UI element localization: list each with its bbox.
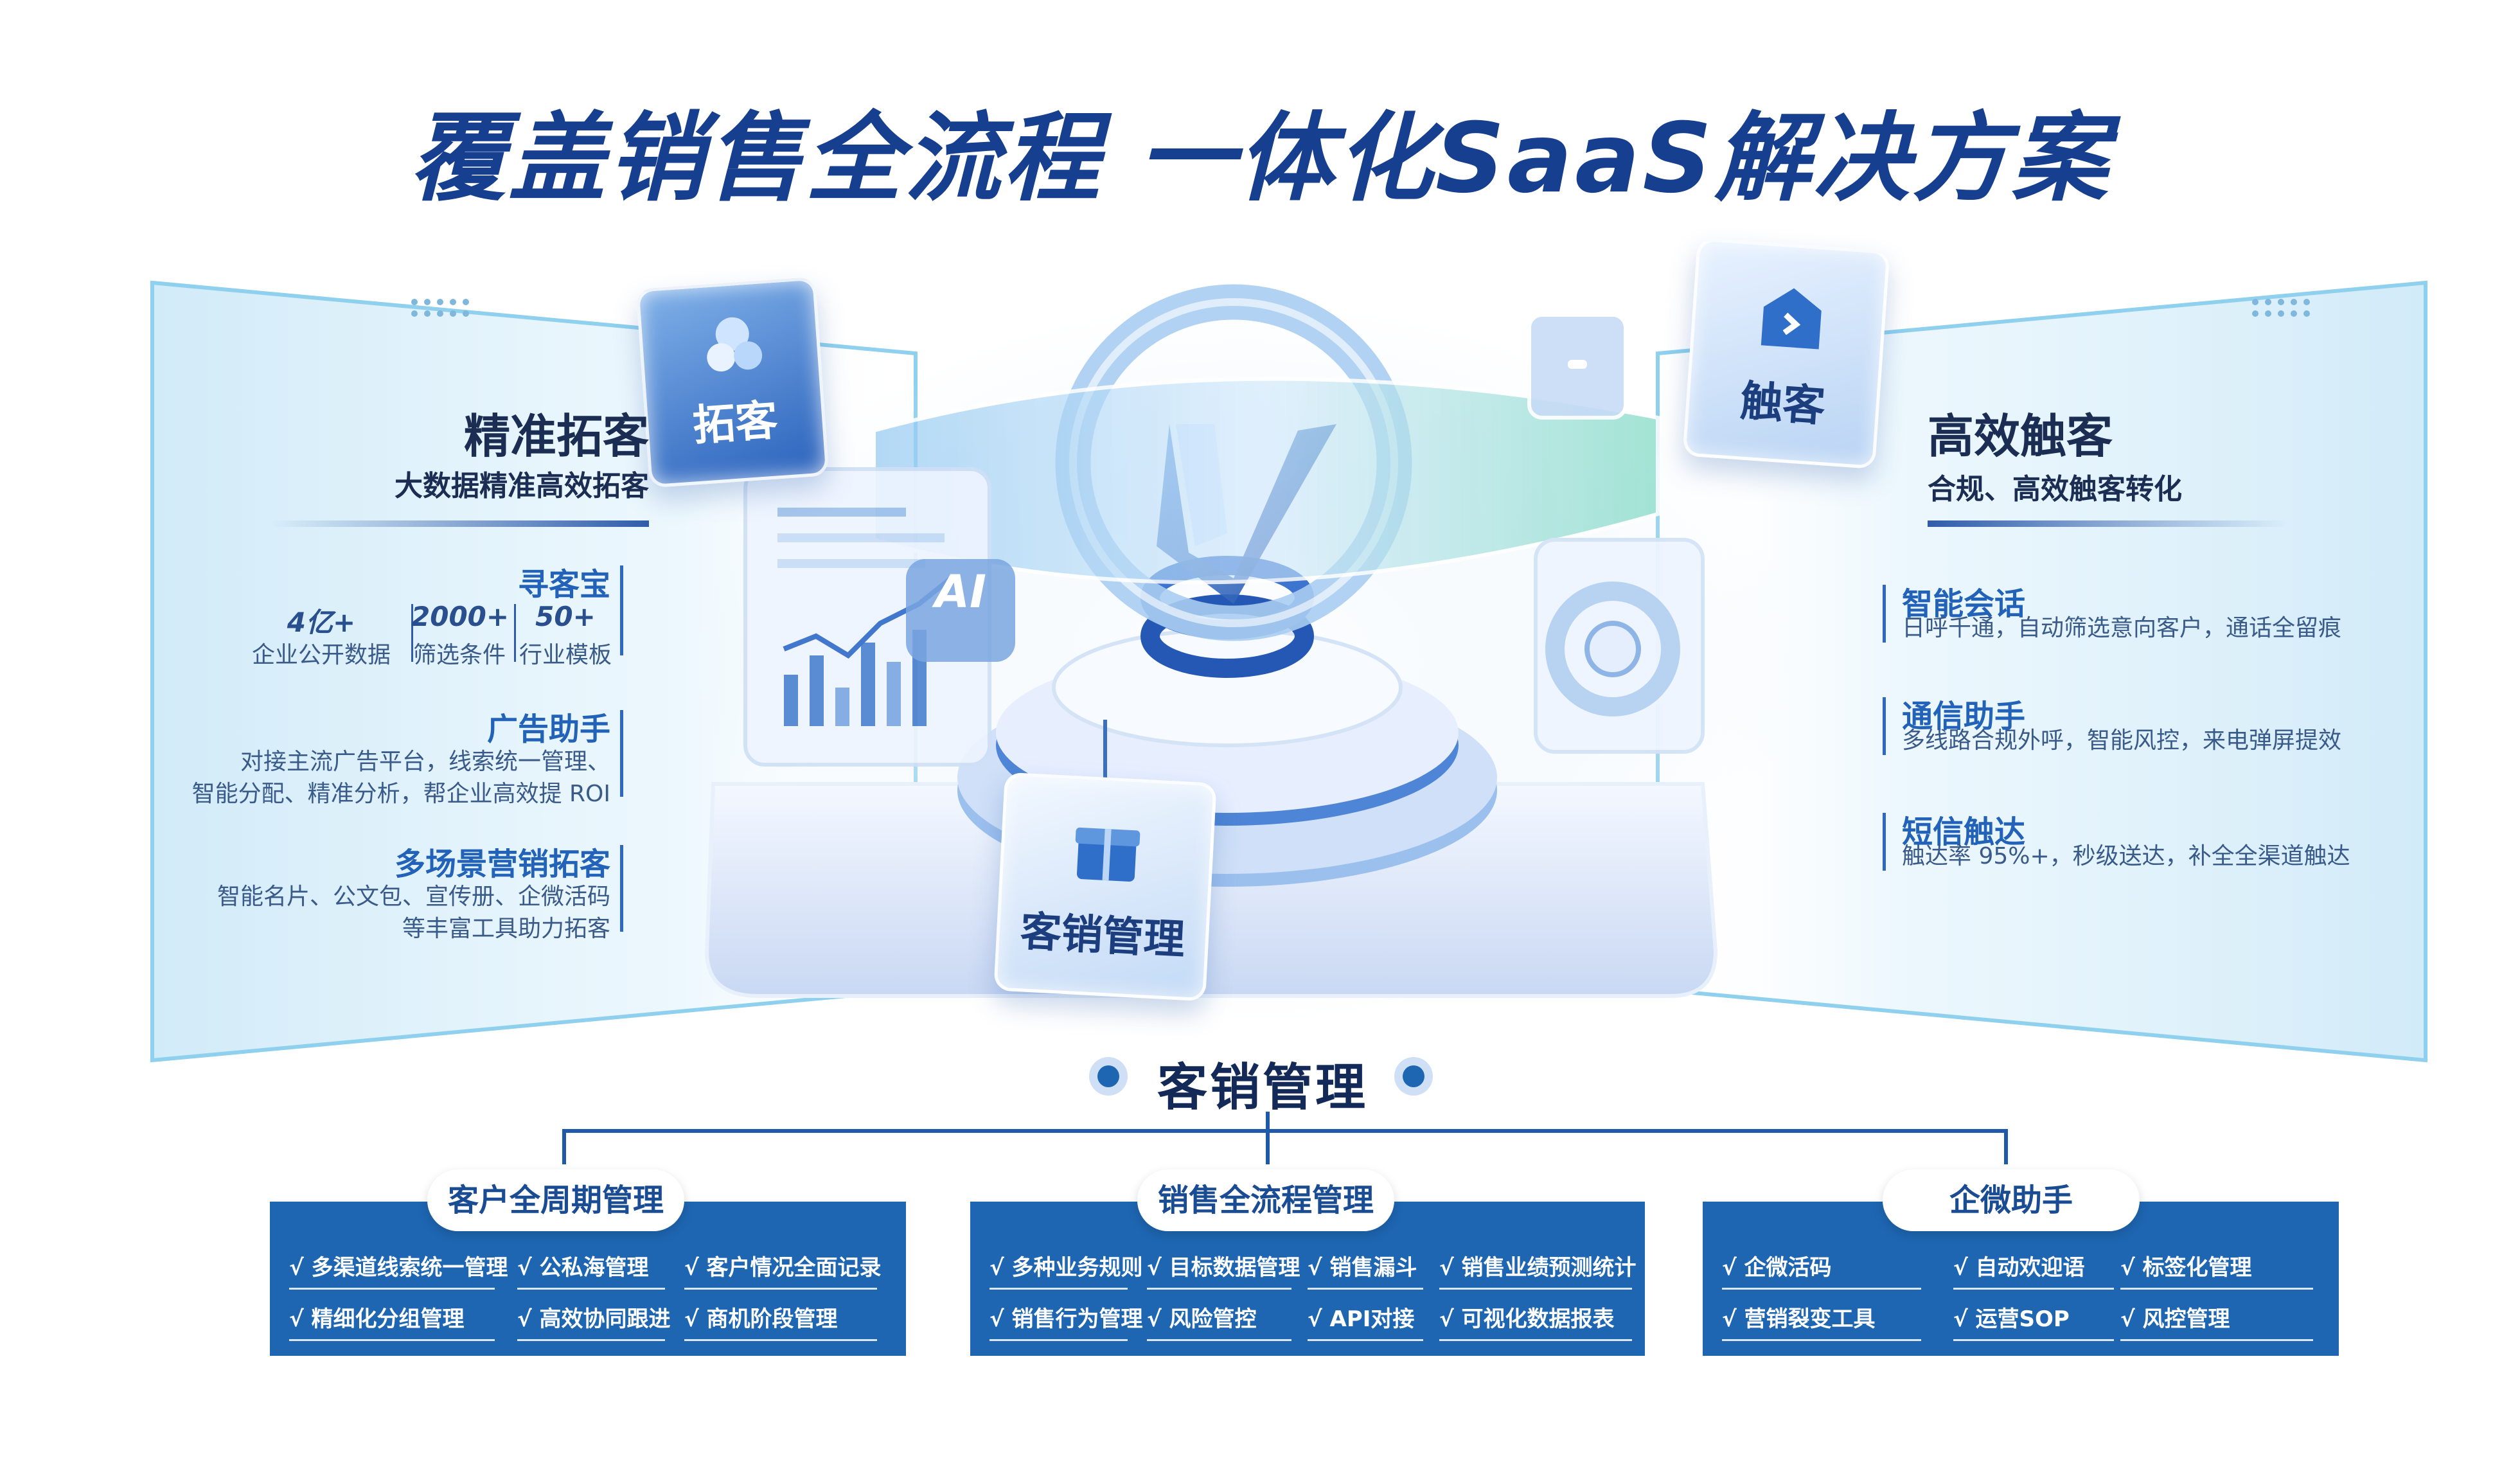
stat-label-1: 企业公开数据 — [251, 642, 391, 668]
feature-desc-1: 日呼千通，自动筛选意向客户，通话全留痕 — [1902, 615, 2342, 641]
feature-title-2: 通信助手 — [1902, 698, 2026, 734]
list-item: √ 客户情况全面记录 — [684, 1250, 882, 1290]
tuoke-card: 拓客 — [635, 276, 830, 488]
kexiao-card: 客销管理 — [993, 772, 1217, 1002]
list-item: √ 精细化分组管理 — [289, 1301, 495, 1341]
right-heading: 高效触客 — [1928, 409, 2113, 463]
center-illustration — [668, 276, 1825, 1086]
users-icon — [707, 317, 763, 372]
list-item: √ 销售业绩预测统计 — [1439, 1250, 1637, 1290]
feature-bar-2 — [1883, 697, 1886, 755]
feature-bar-3 — [1883, 813, 1886, 871]
pill-sales-process: 销售全流程管理 — [1137, 1169, 1394, 1231]
list-item: √ 标签化管理 — [2120, 1250, 2313, 1290]
feature-desc-2: 多线路合规外呼，智能风控，来电弹屏提效 — [1902, 727, 2342, 754]
list-item: √ 商机阶段管理 — [684, 1301, 877, 1341]
list-item: √ 可视化数据报表 — [1439, 1301, 1632, 1341]
list-item: √ 企微活码 — [1722, 1250, 1921, 1290]
right-heading-underline — [1928, 520, 2287, 527]
ai-card-label: AI — [934, 565, 987, 618]
bullet-left-icon — [1089, 1057, 1128, 1096]
stat-num-1: 4亿+ — [287, 607, 356, 638]
feature-title-1: 智能会话 — [1902, 586, 2026, 622]
multi-title: 多场景营销拓客 — [394, 846, 610, 882]
tree-right-drop — [2004, 1129, 2008, 1164]
multi-line-2: 等丰富工具助力拓客 — [402, 916, 610, 942]
multi-line-1: 智能名片、公文包、宣传册、企微活码 — [217, 884, 610, 910]
tree-left-drop — [562, 1129, 566, 1164]
ads-title: 广告助手 — [486, 711, 610, 747]
bullet-right-icon — [1394, 1057, 1433, 1096]
stat-num-3: 50+ — [535, 601, 596, 632]
list-item: √ 销售漏斗 — [1308, 1250, 1423, 1290]
list-item: √ 风险管控 — [1147, 1301, 1291, 1341]
tree-horizontal — [562, 1129, 2008, 1133]
left-heading-underline — [270, 520, 649, 527]
tuoke-card-label: 拓客 — [691, 395, 779, 451]
stat-divider-1 — [411, 604, 413, 662]
feature-bar-1 — [1883, 585, 1886, 643]
left-heading: 精准拓客 — [463, 409, 649, 463]
list-item: √ 自动欢迎语 — [1953, 1250, 2114, 1290]
kexiao-card-label: 客销管理 — [1019, 908, 1186, 965]
list-item: √ 风控管理 — [2120, 1301, 2313, 1341]
xunkebao-bar — [620, 565, 623, 655]
stat-label-3: 行业模板 — [519, 642, 612, 668]
list-item: √ 营销裂变工具 — [1722, 1301, 1921, 1341]
list-item: √ API对接 — [1308, 1301, 1423, 1341]
stat-label-2: 筛选条件 — [413, 642, 506, 668]
ads-line-2: 智能分配、精准分析，帮企业高效提 ROI — [191, 781, 610, 807]
center-illustration-svg — [700, 284, 1793, 1022]
tree-mid-drop — [1266, 1129, 1270, 1164]
list-item: √ 运营SOP — [1953, 1301, 2114, 1341]
list-item: √ 销售行为管理 — [989, 1301, 1143, 1341]
pill-wecom-assistant: 企微助手 — [1883, 1169, 2140, 1231]
tree-stem — [1266, 1112, 1270, 1131]
xunkebao-title: 寻客宝 — [517, 567, 610, 603]
chuke-card: 触客 — [1682, 237, 1890, 470]
left-subheading: 大数据精准高效拓客 — [395, 470, 649, 502]
right-subheading: 合规、高效触客转化 — [1928, 473, 2182, 506]
list-item: √ 目标数据管理 — [1147, 1250, 1300, 1290]
multi-bar — [620, 845, 623, 932]
pill-customer-lifecycle: 客户全周期管理 — [427, 1169, 684, 1231]
bottom-title: 客销管理 — [1157, 1059, 1368, 1117]
list-item: √ 高效协同跟进 — [517, 1301, 671, 1341]
list-item: √ 多种业务规则 — [989, 1250, 1143, 1290]
list-item: √ 多渠道线索统一管理 — [289, 1250, 508, 1290]
send-icon — [1761, 288, 1822, 350]
feature-desc-3: 触达率 95%+，秒级送达，补全全渠道触达 — [1902, 843, 2350, 869]
box-icon — [1075, 827, 1140, 882]
stat-num-2: 2000+ — [411, 601, 510, 632]
list-item: √ 公私海管理 — [517, 1250, 665, 1290]
page-title: 覆盖销售全流程 一体化SaaS解决方案 — [409, 103, 2111, 215]
stat-divider-2 — [514, 604, 516, 662]
ads-line-1: 对接主流广告平台，线索统一管理、 — [240, 749, 610, 775]
chuke-card-label: 触客 — [1738, 376, 1827, 432]
feature-title-3: 短信触达 — [1902, 814, 2026, 850]
ads-bar — [620, 710, 623, 797]
